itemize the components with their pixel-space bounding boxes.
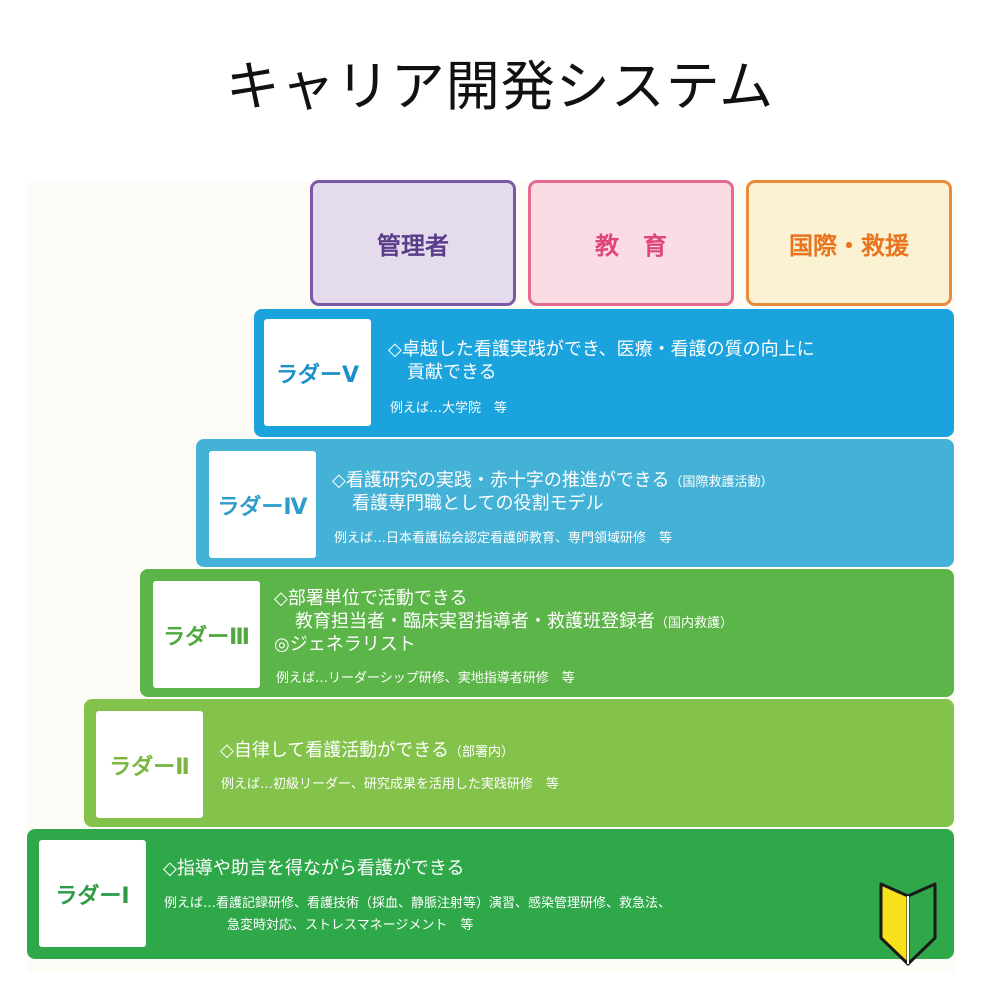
ladder-iii-goal-main: 教育担当者・臨床実習指導者・救護班登録者 (295, 611, 655, 632)
ladder-v-example: 例えば…大学院 等 (390, 401, 508, 416)
ladder-iv-step: ラダーⅣ ◇看護研究の実践・赤十字の推進ができる（国際救護活動） 看護専門職とし… (196, 439, 954, 567)
ladder-ii-step: ラダーⅡ ◇自律して看護活動ができる（部署内） 例えば…初級リーダー、研究成果を… (84, 699, 954, 827)
ladder-iii-goal-note: （国内救護） (655, 616, 734, 631)
category-international-label: 国際・救援 (789, 231, 909, 260)
ladder-iv-goal-line1: ◇看護研究の実践・赤十字の推進ができる（国際救護活動） (332, 466, 774, 492)
ladder-i-step: ラダーⅠ ◇指導や助言を得ながら看護ができる 例えば…看護記録研修、看護技術（採… (27, 829, 954, 959)
ladder-ii-label: ラダーⅡ (96, 711, 203, 818)
ladder-ii-example: 例えば…初級リーダー、研究成果を活用した実践研修 等 (221, 777, 559, 792)
ladder-v-label: ラダーⅤ (264, 319, 371, 426)
ladder-iii-goal-line1: ◇部署単位で活動できる (274, 588, 468, 609)
ladder-iii-goal-line3: ◎ジェネラリスト (274, 634, 416, 655)
ladder-iv-label: ラダーⅣ (209, 451, 316, 558)
category-education-box: 教 育 (528, 180, 734, 306)
ladder-i-example-line2: 急変時対応、ストレスマネージメント 等 (227, 918, 474, 933)
ladder-i-label: ラダーⅠ (39, 840, 146, 947)
ladder-v-goal-line1: ◇卓越した看護実践ができ、医療・看護の質の向上に (388, 339, 815, 360)
ladder-ii-goal-line1: ◇自律して看護活動ができる（部署内） (220, 736, 514, 762)
ladder-ii-goal-main: ◇自律して看護活動ができる (220, 740, 449, 761)
category-manager-box: 管理者 (310, 180, 516, 306)
ladder-ii-goal-note: （部署内） (448, 745, 514, 760)
ladder-iii-goal-line2: 教育担当者・臨床実習指導者・救護班登録者（国内救護） (295, 607, 733, 633)
ladder-iii-label: ラダーⅢ (153, 581, 260, 688)
category-manager-label: 管理者 (377, 231, 449, 260)
ladder-v-step: ラダーⅤ ◇卓越した看護実践ができ、医療・看護の質の向上に 貢献できる 例えば…… (254, 309, 954, 437)
ladder-i-example: 例えば…看護記録研修、看護技術（採血、静脈注射等）演習、感染管理研修、救急法、 (164, 896, 672, 911)
ladder-i-goal-line1: ◇指導や助言を得ながら看護ができる (163, 858, 465, 879)
category-education-label: 教 育 (595, 231, 667, 260)
ladder-iv-goal-note: （国際救護活動） (669, 475, 774, 490)
page-title: キャリア開発システム (225, 55, 775, 118)
ladder-iv-example: 例えば…日本看護協会認定看護師教育、専門領域研修 等 (334, 531, 673, 546)
ladder-iii-step: ラダーⅢ ◇部署単位で活動できる 教育担当者・臨床実習指導者・救護班登録者（国内… (140, 569, 954, 697)
ladder-iii-example: 例えば…リーダーシップ研修、実地指導者研修 等 (276, 671, 575, 686)
ladder-iv-goal-line2: 看護専門職としての役割モデル (352, 493, 604, 514)
category-international-box: 国際・救援 (746, 180, 952, 306)
ladder-v-goal-line2: 貢献できる (407, 362, 497, 383)
shoshinsha-mark-icon (879, 882, 937, 966)
ladder-iv-goal-main: ◇看護研究の実践・赤十字の推進ができる (332, 470, 670, 491)
